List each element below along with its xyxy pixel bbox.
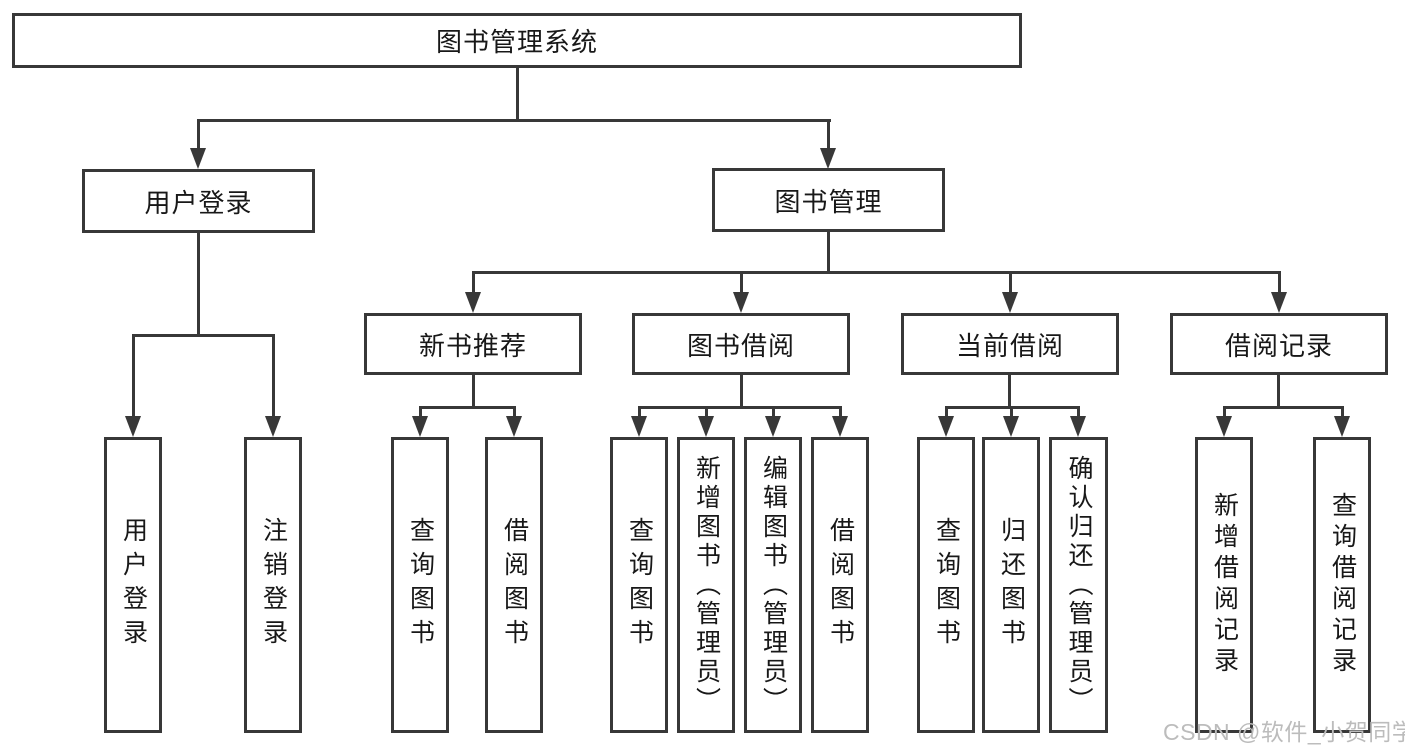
arrow-down-icon (190, 148, 206, 169)
node-borrow-records: 借阅记录 (1170, 313, 1388, 375)
connector-login-leaf1-drop (132, 334, 135, 420)
connector-l3-drop-2 (740, 271, 743, 296)
connector-g5-stem (1277, 375, 1280, 409)
connector-g5-branch (1223, 406, 1344, 409)
arrow-down-icon (1334, 416, 1350, 437)
node-current-borrow: 当前借阅 (901, 313, 1119, 375)
arrow-down-icon (631, 416, 647, 437)
leaf-borrow-book-2: 借阅图书 (811, 437, 869, 733)
connector-g2-drop-2 (513, 406, 516, 419)
connector-g3-drop-1 (638, 406, 641, 419)
arrow-down-icon (820, 148, 836, 169)
node-user-login: 用户登录 (82, 169, 315, 233)
connector-root-stem (516, 67, 519, 121)
connector-level2-branch (197, 119, 831, 122)
node-book-borrow: 图书借阅 (632, 313, 850, 375)
connector-g4-stem (1008, 375, 1011, 409)
connector-g3-stem (740, 375, 743, 409)
arrow-down-icon (1216, 416, 1232, 437)
connector-login-leaf2-drop (272, 334, 275, 420)
leaf-query-book-3: 查询图书 (917, 437, 975, 733)
arrow-down-icon (733, 292, 749, 313)
connector-l3-drop-4 (1278, 271, 1281, 296)
connector-login-branch (132, 334, 275, 337)
leaf-add-book-admin: 新增图书（管理员） (677, 437, 735, 733)
leaf-borrow-book-1: 借阅图书 (485, 437, 543, 733)
leaf-logout: 注销登录 (244, 437, 302, 733)
connector-g4-drop-1 (945, 406, 948, 419)
leaf-query-book-1: 查询图书 (391, 437, 449, 733)
connector-mgmt-drop (827, 119, 830, 151)
connector-g4-drop-3 (1077, 406, 1080, 419)
arrow-down-icon (832, 416, 848, 437)
leaf-query-book-2: 查询图书 (610, 437, 668, 733)
connector-mgmt-stem (827, 232, 830, 274)
connector-g3-branch (638, 406, 842, 409)
arrow-down-icon (412, 416, 428, 437)
leaf-query-borrow-record: 查询借阅记录 (1313, 437, 1371, 733)
arrow-down-icon (125, 416, 141, 437)
leaf-user-login: 用户登录 (104, 437, 162, 733)
node-system-root: 图书管理系统 (12, 13, 1022, 68)
connector-level3-branch (472, 271, 1280, 274)
arrow-down-icon (265, 416, 281, 437)
connector-g5-drop-2 (1341, 406, 1344, 419)
csdn-watermark: CSDN @软件_小贺同学 (1163, 719, 1405, 745)
node-book-management: 图书管理 (712, 168, 945, 232)
arrow-down-icon (698, 416, 714, 437)
connector-g2-stem (472, 375, 475, 409)
arrow-down-icon (1002, 292, 1018, 313)
connector-g4-drop-2 (1010, 406, 1013, 419)
connector-g2-branch (419, 406, 516, 409)
arrow-down-icon (506, 416, 522, 437)
connector-l3-drop-3 (1009, 271, 1012, 296)
node-new-book-recommend: 新书推荐 (364, 313, 582, 375)
connector-g3-drop-3 (772, 406, 775, 419)
connector-g5-drop-1 (1223, 406, 1226, 419)
connector-login-stem (197, 232, 200, 336)
leaf-confirm-return-admin: 确认归还（管理员） (1049, 437, 1108, 733)
leaf-edit-book-admin: 编辑图书（管理员） (744, 437, 802, 733)
leaf-add-borrow-record: 新增借阅记录 (1195, 437, 1253, 733)
leaf-return-book: 归还图书 (982, 437, 1040, 733)
arrow-down-icon (1003, 416, 1019, 437)
connector-g3-drop-4 (839, 406, 842, 419)
arrow-down-icon (765, 416, 781, 437)
connector-g2-drop-1 (419, 406, 422, 419)
arrow-down-icon (1070, 416, 1086, 437)
connector-g3-drop-2 (705, 406, 708, 419)
connector-l3-drop-1 (472, 271, 475, 296)
arrow-down-icon (1271, 292, 1287, 313)
connector-login-drop (197, 119, 200, 151)
arrow-down-icon (465, 292, 481, 313)
arrow-down-icon (938, 416, 954, 437)
